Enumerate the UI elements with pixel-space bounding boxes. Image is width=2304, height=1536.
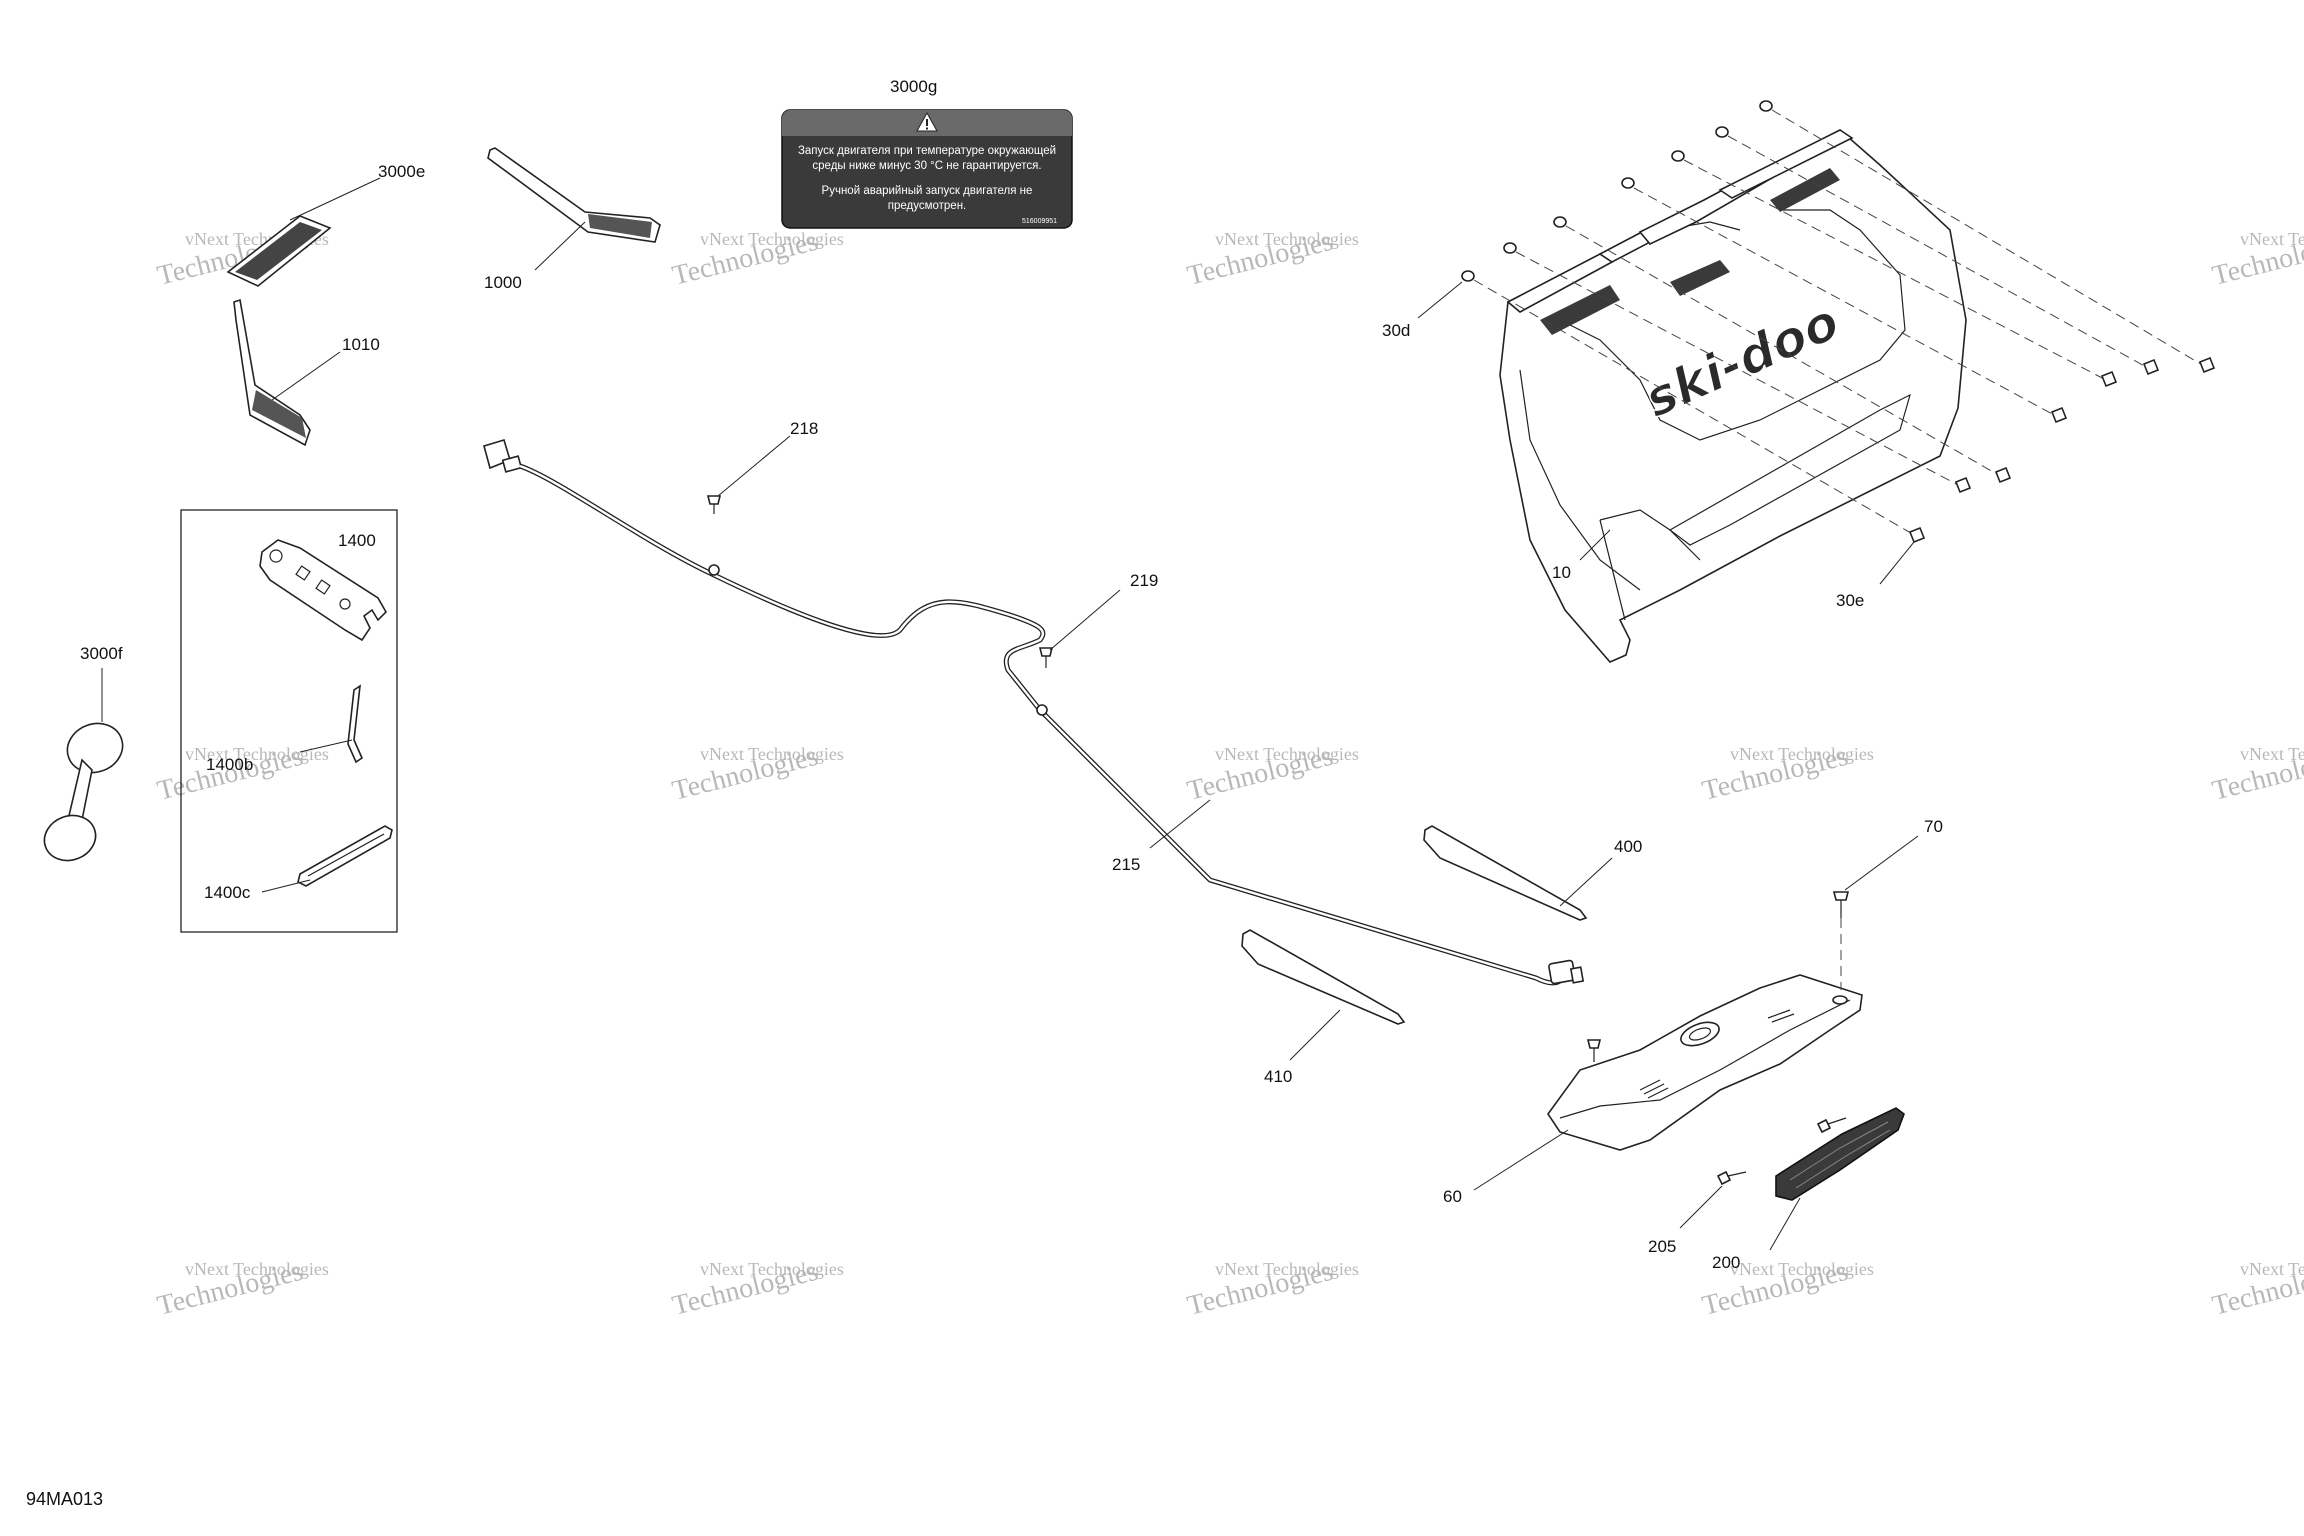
watermark-grid: vNext Technologies Technologies vNext Te…	[154, 226, 2304, 1322]
callout-1400: 1400	[338, 531, 376, 550]
watermark-text: vNext Technologies	[700, 744, 844, 764]
strap-tool	[297, 825, 393, 887]
warning-decal: Запуск двигателя при температуре окружаю…	[781, 109, 1073, 229]
label-part-code: 516009951	[1022, 218, 1057, 225]
callout-10: 10	[1552, 563, 1571, 582]
hex-key-tool	[347, 684, 364, 764]
watermark: vNext Technologies Technologies	[1184, 1256, 1359, 1322]
tail-light-lens	[1775, 1107, 1905, 1201]
watermark: vNext Technologies Technologies	[669, 226, 844, 292]
decal-1000	[487, 147, 661, 243]
screws-30e	[1908, 356, 2216, 544]
warning-line-4: предусмотрен.	[888, 200, 967, 212]
callout-1400c: 1400c	[204, 883, 251, 902]
callout-410: 410	[1264, 1067, 1292, 1086]
clip-218	[706, 495, 722, 576]
callout-70: 70	[1924, 817, 1943, 836]
callout-1400b: 1400b	[206, 755, 253, 774]
callout-218: 218	[790, 419, 818, 438]
callout-205: 205	[1648, 1237, 1676, 1256]
tool-kit-frame	[180, 509, 398, 933]
warning-line-3: Ручной аварийный запуск двигателя не	[822, 185, 1033, 197]
watermark-text: vNext Technologies	[185, 744, 329, 764]
warning-line-1: Запуск двигателя при температуре окружаю…	[798, 145, 1056, 157]
wrench-tool	[259, 539, 387, 642]
watermark-text: vNext Technologies	[700, 229, 844, 249]
callout-30d: 30d	[1382, 321, 1410, 340]
watermark: vNext Technologies Technologies	[2209, 741, 2304, 807]
screw-60	[1586, 1039, 1602, 1062]
watermark-text: vNext Technologies	[1215, 229, 1359, 249]
washers-30d	[1461, 100, 1773, 282]
callout-30e: 30e	[1836, 591, 1864, 610]
mirror-part	[43, 722, 124, 862]
callout-400: 400	[1614, 837, 1642, 856]
tail-light-housing	[1547, 974, 1863, 1151]
warning-line-2: среды ниже минус 30 °C не гарантируется.	[812, 160, 1041, 172]
callout-1010: 1010	[342, 335, 380, 354]
watermark-text: vNext Technologies	[700, 1259, 844, 1279]
screw-205b	[1816, 1117, 1847, 1134]
watermark-text: vNext Technologies	[2240, 744, 2304, 764]
callout-3000g: 3000g	[890, 77, 937, 96]
watermark-text: vNext Technologies	[1730, 744, 1874, 764]
callout-215: 215	[1112, 855, 1140, 874]
watermark: vNext Technologies Technologies	[1184, 226, 1359, 292]
watermark-text: vNext Technologies	[2240, 229, 2304, 249]
screw-205a	[1716, 1170, 1747, 1186]
watermark: vNext Technologies Technologies	[2209, 1256, 2304, 1322]
warning-triangle-icon	[916, 111, 938, 132]
callout-1000: 1000	[484, 273, 522, 292]
vent-slots	[1639, 1009, 1795, 1099]
callout-219: 219	[1130, 571, 1158, 590]
decal-410	[1241, 929, 1406, 1025]
watermark-text: vNext Technologies	[2240, 1259, 2304, 1279]
watermark: vNext Technologies Technologies	[669, 1256, 844, 1322]
watermark-text: vNext Technologies	[1215, 744, 1359, 764]
rear-body-panel: ski-doo	[1499, 129, 1967, 663]
watermark: vNext Technologies Technologies	[669, 741, 844, 807]
callout-200: 200	[1712, 1253, 1740, 1272]
watermark: vNext Technologies Technologies	[154, 1256, 329, 1322]
decal-1010	[233, 298, 311, 447]
watermark: vNext Technologies Technologies	[1184, 741, 1359, 807]
watermark: vNext Technologies Technologies	[2209, 226, 2304, 292]
figure-id: 94MA013	[26, 1489, 103, 1509]
decal-3000e	[226, 215, 332, 287]
decal-400	[1423, 825, 1588, 921]
watermark-text: vNext Technologies	[1215, 1259, 1359, 1279]
watermark-text: vNext Technologies	[1730, 1259, 1874, 1279]
watermark: vNext Technologies Technologies	[1699, 741, 1874, 807]
clip-219	[1036, 647, 1054, 716]
callout-60: 60	[1443, 1187, 1462, 1206]
watermark-text: vNext Technologies	[185, 1259, 329, 1279]
screw-70	[1832, 891, 1850, 918]
wire-harness	[483, 439, 1585, 986]
callout-3000e: 3000e	[378, 162, 425, 181]
callout-3000f: 3000f	[80, 644, 123, 663]
